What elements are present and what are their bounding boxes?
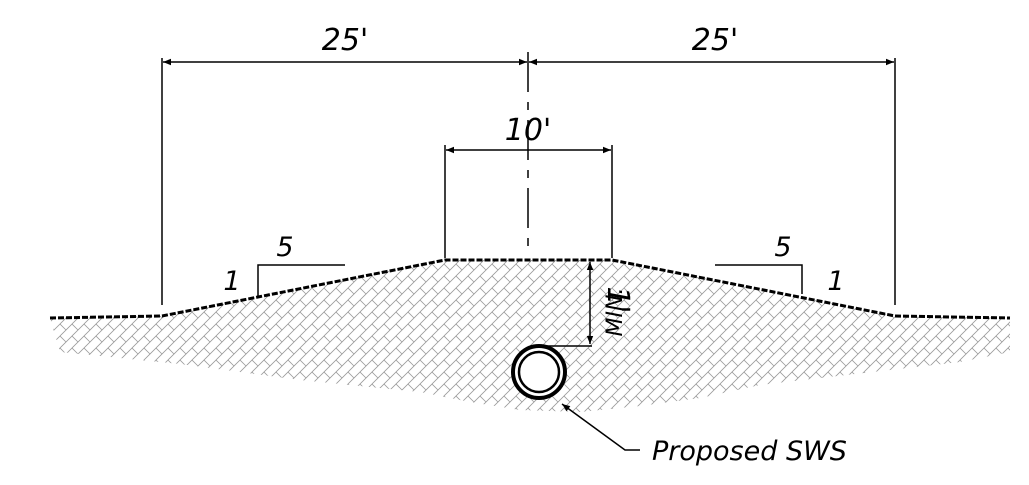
- left-slope-rise: 1: [223, 266, 240, 297]
- right-slope-rise: 1: [827, 266, 844, 297]
- soil-hatch: [50, 260, 1010, 412]
- top-width-label: 10': [505, 113, 551, 148]
- left-slope-run: 5: [276, 232, 293, 263]
- left-slope-indicator: [257, 264, 345, 296]
- pipe-callout-leader: [561, 403, 640, 451]
- right-slope-indicator: [715, 264, 803, 294]
- right-slope-run: 5: [774, 232, 791, 263]
- cover-min-label: MIN.: [603, 288, 628, 337]
- right-width-label: 25': [692, 23, 738, 58]
- pipe-inner: [517, 350, 561, 394]
- left-width-label: 25': [322, 23, 368, 58]
- ground-surface-line: [49, 258, 1011, 320]
- pipe-callout-label: Proposed SWS: [652, 436, 847, 467]
- cover-depth-label: 1': [600, 286, 635, 313]
